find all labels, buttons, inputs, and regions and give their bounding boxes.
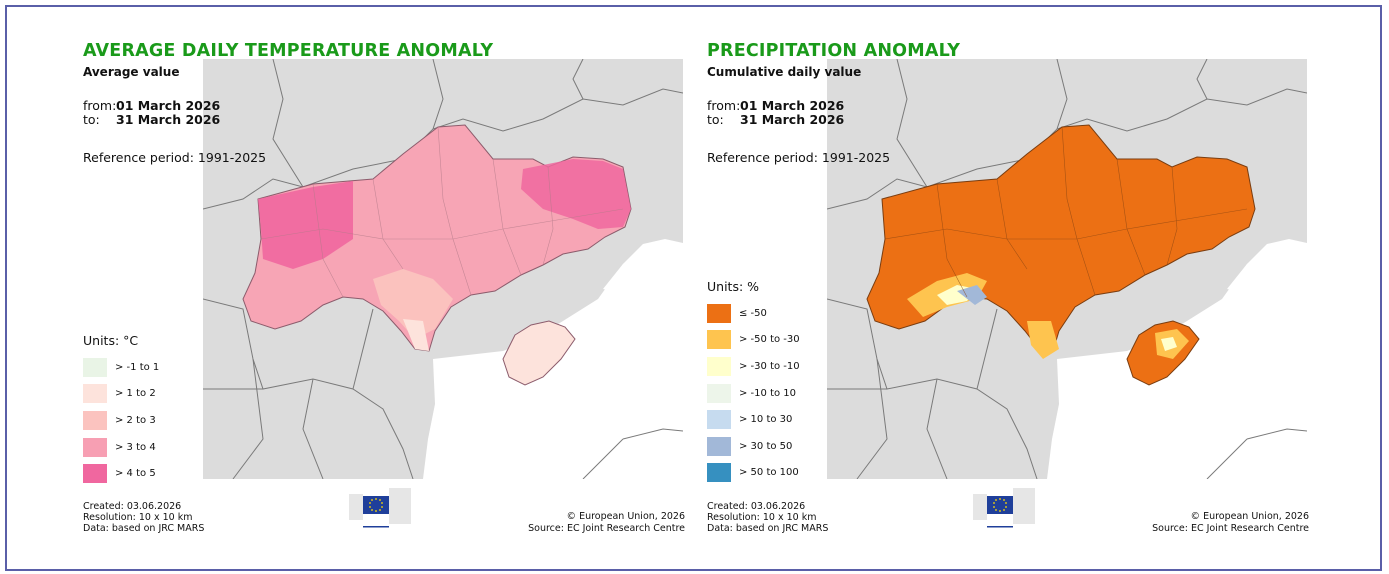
crimea-temperature-fill [502, 320, 576, 386]
legend-item: > 30 to 50 [707, 433, 800, 460]
anomaly-zone-crimea-core [1161, 337, 1177, 351]
legend-label: ≤ -50 [739, 307, 767, 319]
source: Source: EC Joint Research Centre [528, 522, 685, 534]
legend-units: Units: °C [83, 333, 139, 348]
legend-swatch [83, 384, 107, 404]
map-metadata: Created: 03.06.2026 Resolution: 10 x 10 … [707, 501, 828, 534]
temperature-legend: Units: °C > -1 to 1 > 1 to 2 > 2 to 3 > … [83, 333, 159, 487]
map-report-frame: AVERAGE DAILY TEMPERATURE ANOMALY Averag… [5, 5, 1382, 571]
legend-item: > 4 to 5 [83, 460, 159, 487]
legend-label: > -50 to -30 [739, 334, 800, 346]
data-source: Data: based on JRC MARS [83, 523, 205, 534]
legend-item: ≤ -50 [707, 300, 800, 327]
legend-label: > -10 to 10 [739, 387, 797, 399]
european-commission-logo-icon [349, 488, 413, 534]
anomaly-zone-west [258, 181, 353, 269]
map-title: AVERAGE DAILY TEMPERATURE ANOMALY [83, 41, 494, 61]
date-range: from:01 March 2026 to: 31 March 2026 [707, 99, 844, 127]
european-commission-logo-icon [973, 488, 1037, 534]
legend-item: > -10 to 10 [707, 380, 800, 407]
legend-label: > 4 to 5 [115, 468, 156, 480]
legend-swatch [707, 410, 731, 430]
copyright: © European Union, 2026 [566, 511, 685, 522]
from-date: 01 March 2026 [116, 98, 221, 113]
map-metadata: Created: 03.06.2026 Resolution: 10 x 10 … [83, 501, 204, 534]
anomaly-zone-danube [1027, 321, 1059, 359]
copyright: © European Union, 2026 [1190, 511, 1309, 522]
legend-item: > 50 to 100 [707, 460, 800, 487]
sea-of-azov [603, 249, 655, 293]
created-date: Created: 03.06.2026 [707, 501, 806, 512]
legend-label: > 2 to 3 [115, 414, 156, 426]
sea-of-azov [1227, 249, 1279, 293]
map-title: PRECIPITATION ANOMALY [707, 41, 961, 61]
from-date: 01 March 2026 [740, 98, 845, 113]
legend-swatch [83, 357, 107, 377]
reference-period: Reference period: 1991-2025 [83, 150, 267, 165]
map-subtitle: Cumulative daily value [707, 65, 862, 79]
temperature-anomaly-map [203, 59, 683, 479]
temperature-map-graphic [203, 59, 683, 479]
country-borders [827, 59, 1307, 479]
copyright-block: © European Union, 2026 Source: EC Joint … [528, 511, 685, 534]
oblast-borders [260, 126, 624, 298]
legend-label: > 30 to 50 [739, 440, 793, 452]
to-date: 31 March 2026 [116, 112, 221, 127]
map-subtitle: Average value [83, 65, 180, 79]
resolution: Resolution: 10 x 10 km [83, 512, 193, 523]
legend-swatch [83, 410, 107, 430]
legend-units: Units: % [707, 279, 760, 294]
legend-item: > 2 to 3 [83, 407, 159, 434]
data-source: Data: based on JRC MARS [707, 523, 829, 534]
legend-item: > -50 to -30 [707, 327, 800, 354]
legend-item: > -1 to 1 [83, 354, 159, 381]
legend-label: > 1 to 2 [115, 388, 156, 400]
legend-swatch [707, 303, 731, 323]
to-label: to: [83, 112, 100, 127]
legend-item: > 3 to 4 [83, 434, 159, 461]
legend-swatch [83, 464, 107, 484]
resolution: Resolution: 10 x 10 km [707, 512, 817, 523]
legend-swatch [707, 356, 731, 376]
legend-swatch [707, 330, 731, 350]
anomaly-zone-odesa [403, 319, 429, 351]
anomaly-zone-wet [957, 285, 987, 305]
legend-label: > 3 to 4 [115, 441, 156, 453]
temperature-anomaly-panel: AVERAGE DAILY TEMPERATURE ANOMALY Averag… [83, 7, 695, 567]
to-label: to: [707, 112, 724, 127]
from-label: from: [707, 98, 741, 113]
legend-item: > -30 to -10 [707, 353, 800, 380]
legend-label: > -1 to 1 [115, 361, 160, 373]
oblast-borders [884, 126, 1248, 298]
date-range: from:01 March 2026 to: 31 March 2026 [83, 99, 220, 127]
legend-item: > 1 to 2 [83, 381, 159, 408]
reference-period: Reference period: 1991-2025 [707, 150, 891, 165]
legend-item: > 10 to 30 [707, 406, 800, 433]
source: Source: EC Joint Research Centre [1152, 522, 1309, 534]
legend-swatch [83, 437, 107, 457]
legend-label: > 50 to 100 [739, 467, 799, 479]
created-date: Created: 03.06.2026 [83, 501, 182, 512]
legend-swatch [707, 436, 731, 456]
precipitation-anomaly-panel: PRECIPITATION ANOMALY Cumulative daily v… [707, 7, 1319, 567]
legend-label: > 10 to 30 [739, 414, 793, 426]
copyright-block: © European Union, 2026 Source: EC Joint … [1152, 511, 1309, 534]
country-borders [203, 59, 683, 479]
to-date: 31 March 2026 [740, 112, 845, 127]
precipitation-anomaly-map [827, 59, 1307, 479]
legend-label: > -30 to -10 [739, 360, 800, 372]
legend-swatch [707, 383, 731, 403]
precipitation-legend: Units: % ≤ -50 > -50 to -30 > -30 to -10… [707, 279, 800, 486]
legend-swatch [707, 463, 731, 483]
anomaly-zone-south [373, 269, 453, 339]
from-label: from: [83, 98, 117, 113]
precipitation-map-graphic [827, 59, 1307, 479]
